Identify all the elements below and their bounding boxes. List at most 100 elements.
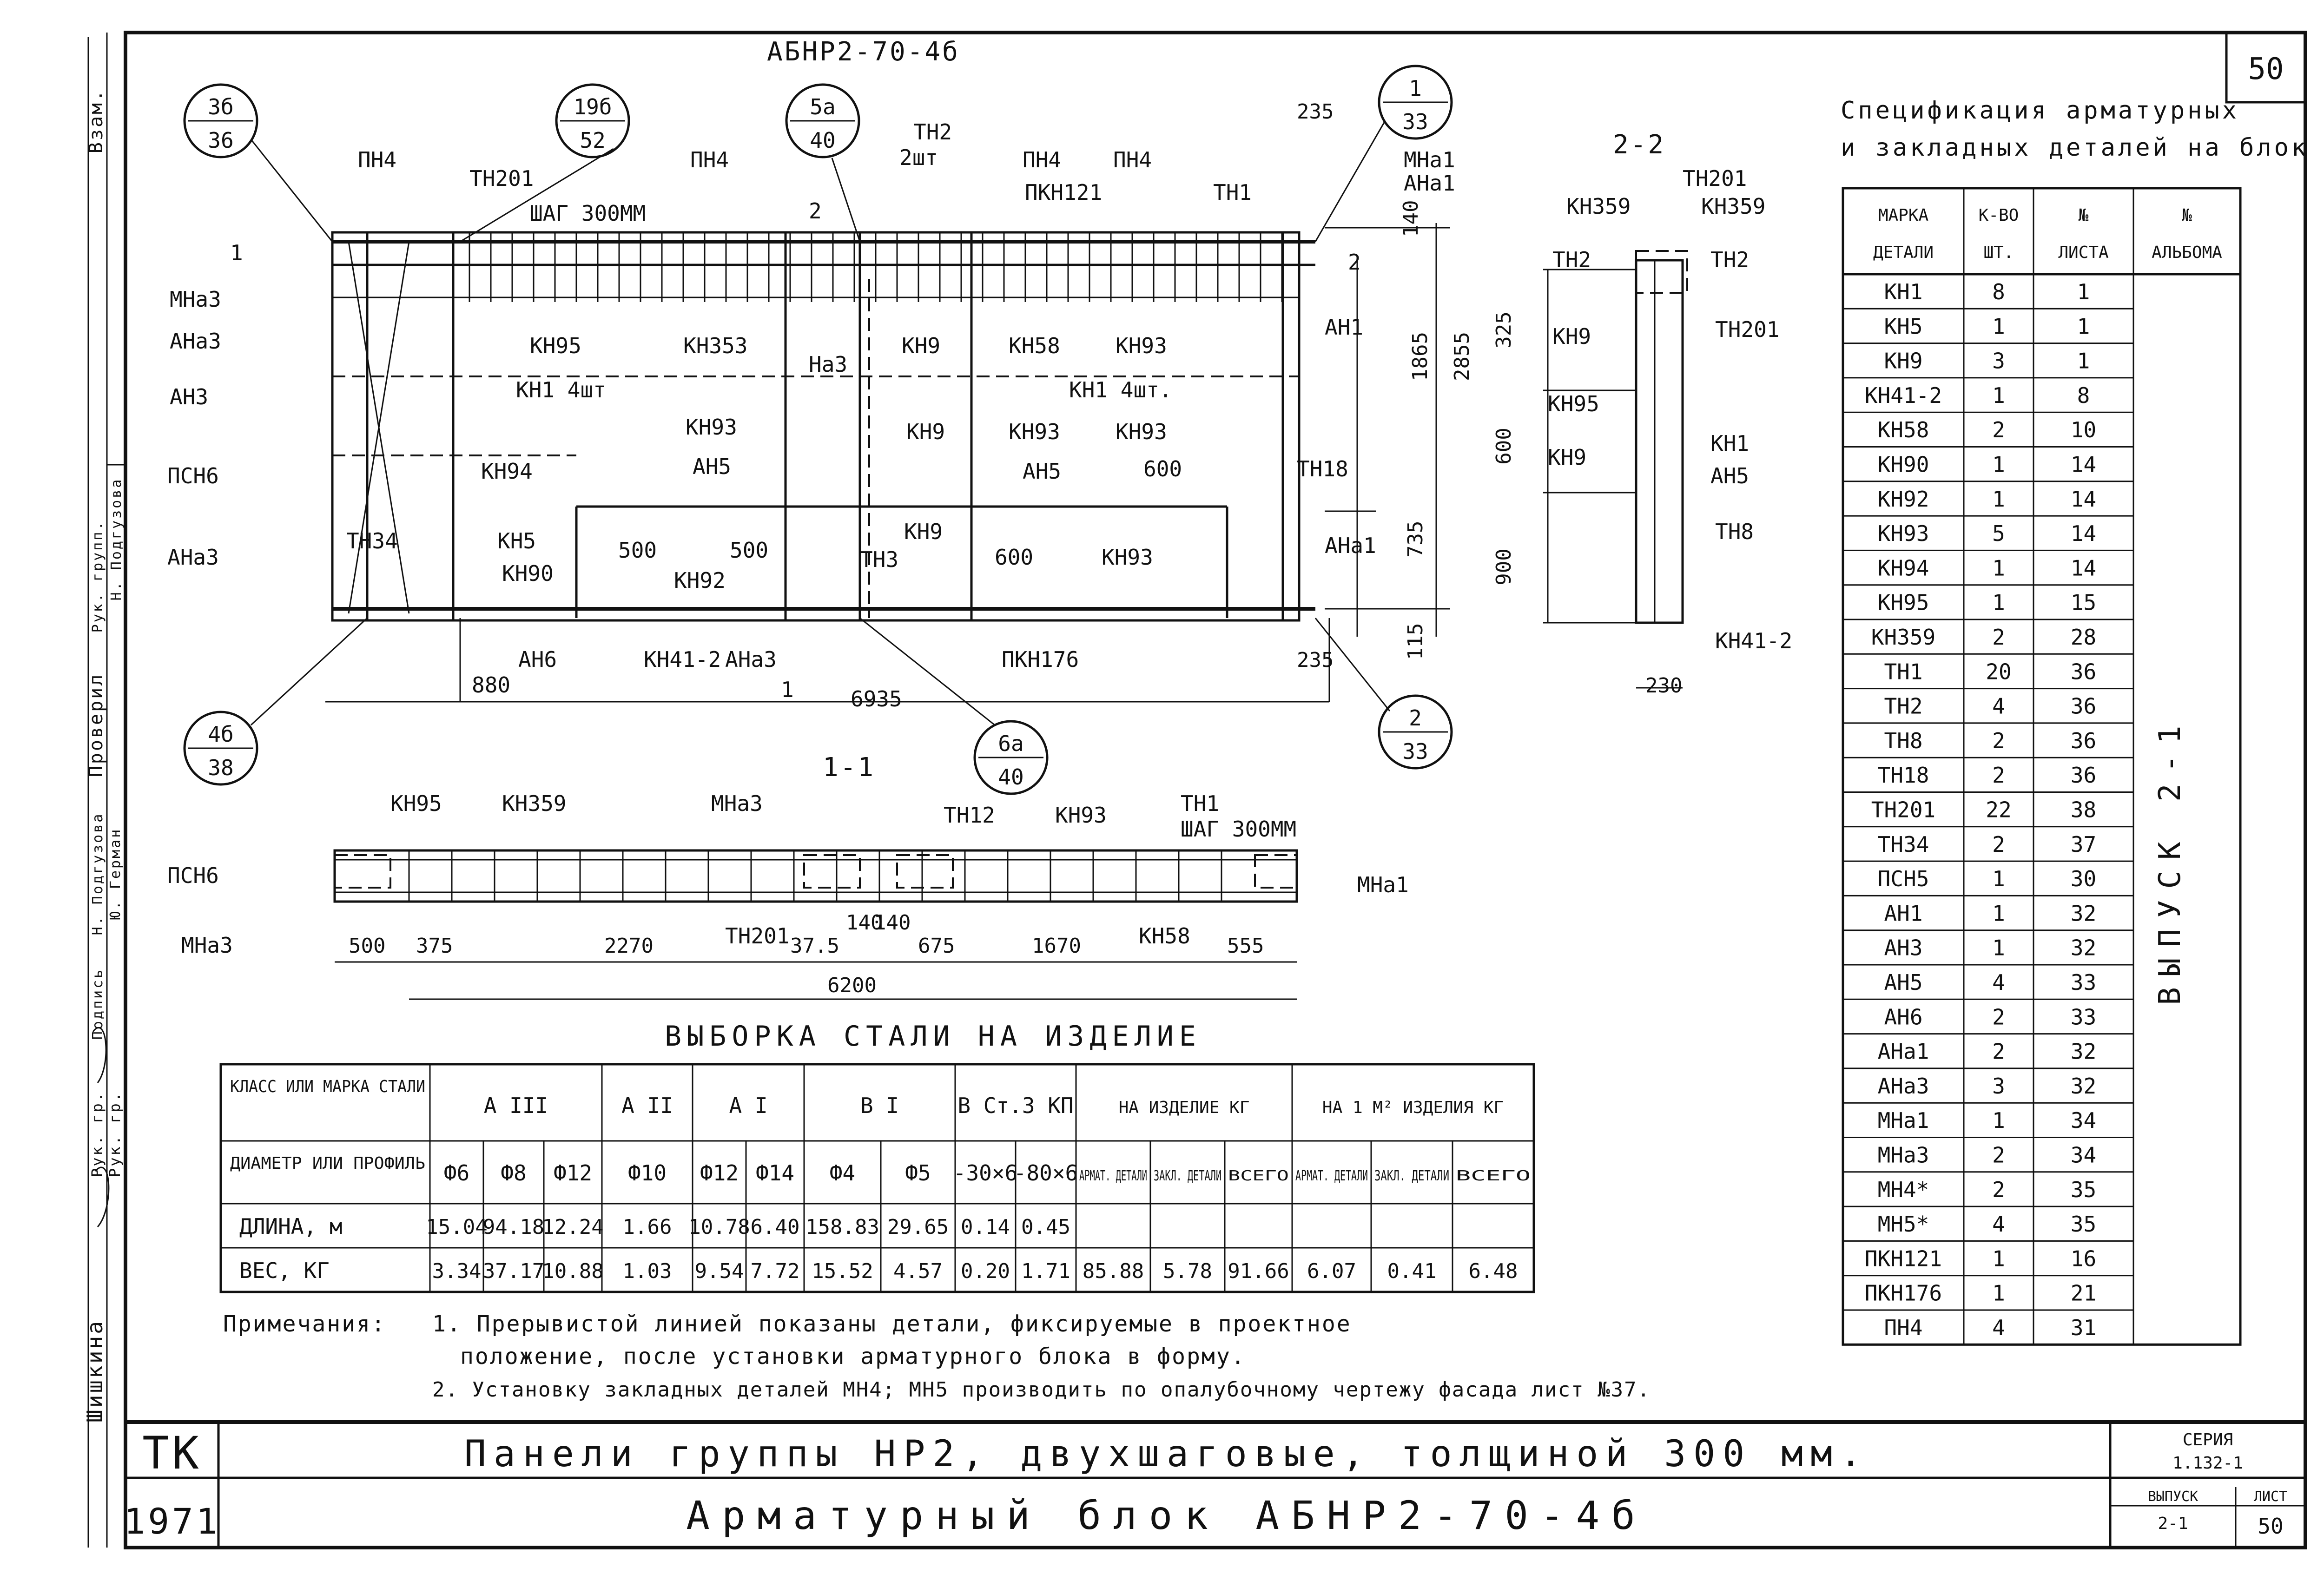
- steel-class-group: А III: [484, 1093, 548, 1118]
- sec11-dim: 37.5: [790, 934, 839, 958]
- spec-cell: 10: [2071, 417, 2096, 442]
- notes: Примечания: 1. Прерывистой линией показа…: [223, 1311, 1650, 1402]
- steel-length: 10.78: [688, 1215, 750, 1239]
- spec-cell: 33: [2071, 970, 2096, 995]
- callout-bottom: 36: [208, 128, 233, 153]
- steel-class-group: А I: [729, 1093, 767, 1118]
- sec22-top-detail: [1635, 250, 1688, 294]
- main-label: 2: [809, 198, 822, 224]
- main-label: КН93: [686, 415, 737, 440]
- steel-weight: 37.17: [483, 1259, 544, 1283]
- steel-weight: 1.03: [623, 1259, 672, 1283]
- main-label: ШАГ 300ММ: [530, 201, 646, 226]
- main-dim: 235: [1297, 100, 1334, 124]
- callout-leader: [250, 617, 368, 726]
- spec-cell: 2: [1992, 728, 2005, 753]
- callout-leader: [460, 148, 614, 243]
- main-label: ПН4: [1023, 147, 1061, 172]
- steel-length: 1.66: [623, 1215, 672, 1239]
- main-label: МНа1: [1404, 147, 1455, 172]
- spec-cell: КН90: [1878, 452, 1929, 477]
- spec-cell: 4: [1992, 970, 2005, 995]
- steel-sum-header: ВСЕГО: [1456, 1168, 1531, 1184]
- steel-length: 158.83: [805, 1215, 879, 1239]
- tb-sheet-value: 50: [2258, 1514, 2283, 1539]
- dashed-verticals: [785, 279, 972, 618]
- spec-cell: 31: [2071, 1315, 2096, 1340]
- spec-cell: КН58: [1878, 417, 1929, 442]
- block-outline: [331, 231, 1301, 622]
- steel-weight: 0.20: [961, 1259, 1010, 1283]
- spec-cell: 2: [1992, 417, 2005, 442]
- tb-year: 1971: [124, 1501, 220, 1542]
- spec-cell: АН6: [1884, 1004, 1922, 1029]
- main-label: 6935: [851, 686, 902, 711]
- spec-cell: ТН18: [1878, 763, 1929, 788]
- sheet-number: 50: [2248, 52, 2284, 86]
- spec-cell: 1: [1992, 590, 2005, 615]
- main-label: КН41-2: [644, 647, 721, 672]
- spec-cell: 32: [2071, 1039, 2096, 1064]
- spec-cell: ТН2: [1884, 694, 1922, 719]
- callout-bottom: 40: [998, 764, 1023, 790]
- sec11-dim: 6200: [827, 974, 877, 997]
- steel-weight: 1.71: [1021, 1259, 1070, 1283]
- spec-cell: АН1: [1884, 901, 1922, 926]
- main-label: АНа1: [1325, 533, 1376, 558]
- main-label: КН1 4шт.: [1069, 377, 1172, 402]
- spec-cell: 1: [2077, 314, 2090, 339]
- sec11-label: ТН12: [944, 803, 995, 828]
- sec11-dim: 675: [918, 934, 955, 958]
- main-label: ПН4: [1113, 147, 1152, 172]
- title-block: ТК 1971 Панели группы НР2, двухшаговые, …: [124, 1420, 2305, 1548]
- main-label: 600: [1143, 456, 1182, 481]
- callout-top: 3б: [208, 94, 233, 119]
- spec-header: ЛИСТА: [2058, 243, 2109, 262]
- spec-cell: КН95: [1878, 590, 1929, 615]
- sec22-label: КН95: [1548, 391, 1599, 416]
- spec-cell: КН9: [1884, 349, 1922, 374]
- side-signature-strip: Взам. Проверил Н. Подгузова Рук. гр. Рук…: [82, 37, 125, 1548]
- spec-cell: 34: [2071, 1108, 2096, 1133]
- spec-cell: 3: [1992, 1074, 2005, 1099]
- sec11-label: ПСН6: [167, 863, 219, 888]
- sec11-dim: 375: [416, 934, 453, 958]
- spec-cell: 38: [2071, 797, 2096, 823]
- spec-cell: 5: [1992, 521, 2005, 546]
- spec-cell: 8: [1992, 279, 2005, 304]
- sec11-stirrups: [408, 850, 1222, 902]
- spec-cell: 32: [2071, 935, 2096, 961]
- sec22-label: КН359: [1566, 194, 1631, 219]
- main-label: 2: [1348, 250, 1361, 275]
- spec-cell: ПСН5: [1878, 866, 1929, 891]
- steel-weight: 10.88: [542, 1259, 603, 1283]
- main-label: ПН4: [358, 147, 396, 172]
- spec-cell: 1: [1992, 487, 2005, 512]
- main-label: КН58: [1009, 333, 1060, 358]
- sec22-label: ТН8: [1715, 519, 1754, 544]
- spec-cell: ПКН176: [1865, 1281, 1942, 1306]
- spec-album-note: ВЫПУСК 2-1: [2153, 714, 2187, 1005]
- spec-cell: 2: [1992, 832, 2005, 857]
- main-label: ТН34: [346, 528, 398, 553]
- spec-cell: 36: [2071, 763, 2096, 788]
- spec-header: ШТ.: [1983, 243, 2014, 262]
- main-label: КН93: [1116, 333, 1167, 358]
- callout-top: 4б: [208, 722, 233, 747]
- specification-table: Спецификация арматурных и закладных дета…: [1841, 97, 2306, 1346]
- steel-sum-header: АРМАТ. ДЕТАЛИ: [1079, 1168, 1147, 1184]
- steel-diameter: Ф8: [501, 1160, 526, 1186]
- spec-cell: 30: [2071, 866, 2096, 891]
- steel-diameter: Ф14: [756, 1160, 794, 1186]
- main-label: ТН18: [1297, 456, 1348, 481]
- sec11-detail-mid2: [896, 854, 954, 889]
- steel-length: 0.45: [1021, 1215, 1070, 1239]
- callout-6: 233: [1378, 694, 1453, 770]
- main-label: ТН3: [860, 547, 898, 572]
- sec11-detail-right: [1254, 854, 1298, 889]
